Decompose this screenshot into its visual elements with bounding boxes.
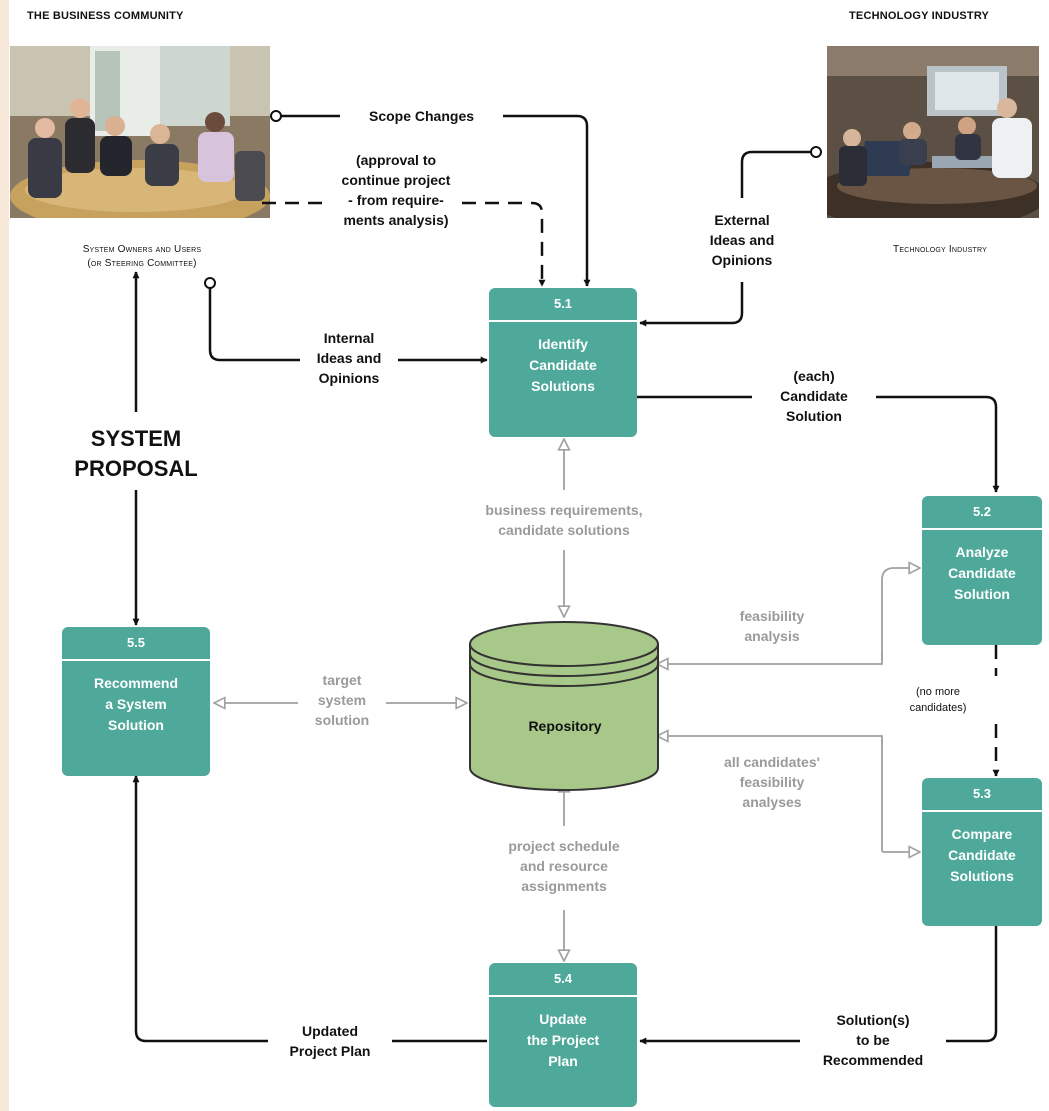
project-schedule-label: project schedule and resource assignment… (508, 838, 620, 894)
process-5-4[interactable]: 5.4 Update the Project Plan (489, 963, 637, 1107)
no-more-candidates-label: (no more candidates) (909, 686, 967, 714)
scope-changes-flow (276, 114, 591, 287)
process-5-2-id: 5.2 (922, 496, 1042, 530)
external-ideas-flow (639, 150, 812, 327)
process-5-5-id: 5.5 (62, 627, 210, 661)
candidate-solution-label: (each) Candidate Solution (780, 368, 848, 424)
business-community-header: THE BUSINESS COMMUNITY (27, 10, 184, 22)
scope-changes-label: Scope Changes (368, 108, 475, 124)
recommended-flow (639, 925, 998, 1045)
updated-plan-label: Updated Project Plan (289, 1023, 371, 1059)
updated-plan-flow (132, 775, 487, 1043)
process-5-4-id: 5.4 (489, 963, 637, 997)
all-candidates-label: all candidates' feasibility analyses (724, 754, 820, 810)
external-origin-circle (810, 146, 822, 158)
approval-label: (approval to continue project - from req… (341, 152, 451, 228)
process-5-3[interactable]: 5.3 Compare Candidate Solutions (922, 778, 1042, 926)
repository-label: Repository (528, 718, 602, 734)
technology-meeting-photo (827, 46, 1039, 218)
process-5-1-id: 5.1 (489, 288, 637, 322)
process-5-5[interactable]: 5.5 Recommend a System Solution (62, 627, 210, 776)
technology-caption: Technology Industry (893, 244, 987, 255)
recommended-label: Solution(s) to be Recommended (822, 1012, 924, 1068)
process-5-1-name: Identify Candidate Solutions (529, 336, 597, 394)
approval-flow (262, 201, 546, 287)
internal-ideas-label: Internal Ideas and Opinions (316, 330, 382, 386)
business-meeting-photo (10, 46, 270, 218)
left-margin-strip (0, 0, 9, 1111)
repository-cylinder (469, 621, 659, 791)
process-5-2[interactable]: 5.2 Analyze Candidate Solution (922, 496, 1042, 645)
process-5-2-name: Analyze Candidate Solution (948, 544, 1016, 602)
business-requirements-label: business requirements, candidate solutio… (485, 502, 643, 538)
internal-origin-circle (204, 277, 216, 289)
process-5-3-id: 5.3 (922, 778, 1042, 812)
candidate-solution-flow (637, 395, 1000, 493)
external-ideas-label: External Ideas and Opinions (709, 212, 775, 268)
target-solution-label: target system solution (314, 672, 370, 728)
feasibility-analysis-flow (657, 568, 920, 664)
process-5-5-name: Recommend a System Solution (93, 675, 179, 733)
owners-caption: System Owners and Users (or Steering Com… (82, 244, 202, 269)
feasibility-analysis-label: feasibility analysis (739, 608, 805, 644)
process-5-1[interactable]: 5.1 Identify Candidate Solutions (489, 288, 637, 437)
internal-ideas-flow (208, 288, 488, 364)
all-candidates-flow (657, 736, 920, 852)
scope-origin-circle (270, 110, 282, 122)
process-5-4-name: Update the Project Plan (526, 1011, 600, 1069)
process-5-3-name: Compare Candidate Solutions (948, 826, 1016, 884)
system-proposal-label: SYSTEM PROPOSAL (74, 426, 198, 481)
technology-industry-header: TECHNOLOGY INDUSTRY (849, 10, 990, 22)
